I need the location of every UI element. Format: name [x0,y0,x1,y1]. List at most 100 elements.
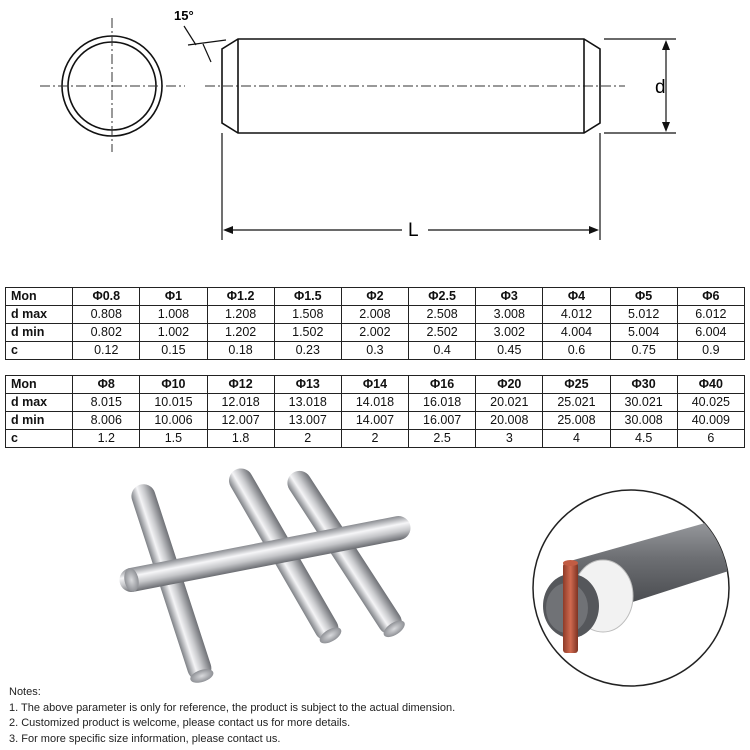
table-cell: 25.008 [542,411,611,430]
table-cell: 2.502 [408,323,477,342]
table-row: d max 0.808 1.008 1.208 1.508 2.008 2.50… [4,305,746,324]
table-cell: Φ40 [676,375,746,394]
table-header-row: Mon Φ0.8 Φ1 Φ1.2 Φ1.5 Φ2 Φ2.5 Φ3 Φ4 Φ5 Φ… [4,287,746,306]
angle-label: 15° [174,8,194,23]
table-cell: 2.5 [408,429,477,448]
spec-table-large-sizes: Mon Φ8 Φ10 Φ12 Φ13 Φ14 Φ16 Φ20 Φ25 Φ30 Φ… [4,375,746,448]
table-cell: Φ16 [408,375,477,394]
table-cell: 40.009 [676,411,746,430]
table-cell: 0.4 [408,341,477,360]
table-cell: 40.025 [676,393,746,412]
note-line: 3. For more specific size information, p… [9,732,281,745]
length-label: L [408,220,419,241]
table-cell: 14.018 [340,393,410,412]
table-cell: 0.6 [542,341,611,360]
table-row: d min 8.006 10.006 12.007 13.007 14.007 … [4,411,746,430]
table-cell: 5.004 [609,323,678,342]
table-cell: 2 [340,429,410,448]
table-cell: 6.012 [676,305,746,324]
table-cell: Φ13 [273,375,342,394]
table-cell: Φ0.8 [72,287,141,306]
table-cell: Φ8 [72,375,141,394]
table-cell: 8.006 [72,411,141,430]
table-cell: 1.002 [139,323,208,342]
table-cell: Φ12 [206,375,275,394]
table-cell: 14.007 [340,411,410,430]
table-cell: Φ1 [139,287,208,306]
table-cell: Φ30 [609,375,678,394]
table-cell: 2.508 [408,305,477,324]
table-cell: 12.007 [206,411,275,430]
table-cell: 0.45 [475,341,544,360]
table-cell: 25.021 [542,393,611,412]
technical-drawing: 15° d L [40,8,676,241]
table-cell: 4.004 [542,323,611,342]
table-cell: Φ2 [340,287,410,306]
table-row: d min 0.802 1.002 1.202 1.502 2.002 2.50… [4,323,746,342]
table-cell: 4 [542,429,611,448]
table-cell: 3.008 [475,305,544,324]
table-cell: 1.502 [273,323,342,342]
table-cell: 10.015 [139,393,208,412]
table-cell: 0.808 [72,305,141,324]
product-photo-dowel-pins [119,468,411,683]
table-cell: 6.004 [676,323,746,342]
table-cell: 5.012 [609,305,678,324]
table-cell: 30.021 [609,393,678,412]
table-cell: 30.008 [609,411,678,430]
table-cell: 0.12 [72,341,141,360]
table-cell: Φ14 [340,375,410,394]
table-cell: Φ10 [139,375,208,394]
table-cell: 0.75 [609,341,678,360]
notes-section: Notes: 1. The above parameter is only fo… [9,685,455,747]
table-cell: 0.3 [340,341,410,360]
table-cell: 20.008 [475,411,544,430]
table-cell: d max [4,393,74,412]
table-cell: 0.9 [676,341,746,360]
table-cell: 10.006 [139,411,208,430]
diameter-label: d [655,77,666,98]
table-row: c 1.2 1.5 1.8 2 2 2.5 3 4 4.5 6 [4,429,746,448]
spec-table-small-sizes: Mon Φ0.8 Φ1 Φ1.2 Φ1.5 Φ2 Φ2.5 Φ3 Φ4 Φ5 Φ… [4,287,746,360]
table-cell: 4.012 [542,305,611,324]
table-cell: d max [4,305,74,324]
table-cell: 0.15 [139,341,208,360]
table-cell: 6 [676,429,746,448]
table-cell: Mon [4,287,74,306]
table-cell: 0.18 [206,341,275,360]
table-cell: 1.5 [139,429,208,448]
table-cell: 20.021 [475,393,544,412]
table-cell: 1.008 [139,305,208,324]
dowel-pin [287,470,405,638]
table-header-row: Mon Φ8 Φ10 Φ12 Φ13 Φ14 Φ16 Φ20 Φ25 Φ30 Φ… [4,375,746,394]
table-cell: c [4,429,74,448]
table-cell: 0.802 [72,323,141,342]
table-cell: Mon [4,375,74,394]
table-cell: Φ1.5 [273,287,342,306]
table-cell: Φ5 [609,287,678,306]
table-cell: 2.002 [340,323,410,342]
table-cell: 3.002 [475,323,544,342]
table-cell: d min [4,411,74,430]
table-cell: 13.018 [273,393,342,412]
table-cell: 1.202 [206,323,275,342]
table-cell: Φ6 [676,287,746,306]
table-cell: Φ3 [475,287,544,306]
table-cell: 3 [475,429,544,448]
table-cell: 16.018 [408,393,477,412]
table-row: d max 8.015 10.015 12.018 13.018 14.018 … [4,393,746,412]
table-cell: 2 [273,429,342,448]
table-cell: 13.007 [273,411,342,430]
table-cell: 12.018 [206,393,275,412]
table-cell: c [4,341,74,360]
table-cell: 1.208 [206,305,275,324]
notes-title: Notes: [9,686,41,698]
table-cell: 2.008 [340,305,410,324]
application-illustration [532,489,730,687]
table-cell: Φ2.5 [408,287,477,306]
table-cell: d min [4,323,74,342]
table-cell: 0.23 [273,341,342,360]
dowel-pin [119,516,411,592]
note-line: 1. The above parameter is only for refer… [9,701,456,714]
table-cell: 8.015 [72,393,141,412]
